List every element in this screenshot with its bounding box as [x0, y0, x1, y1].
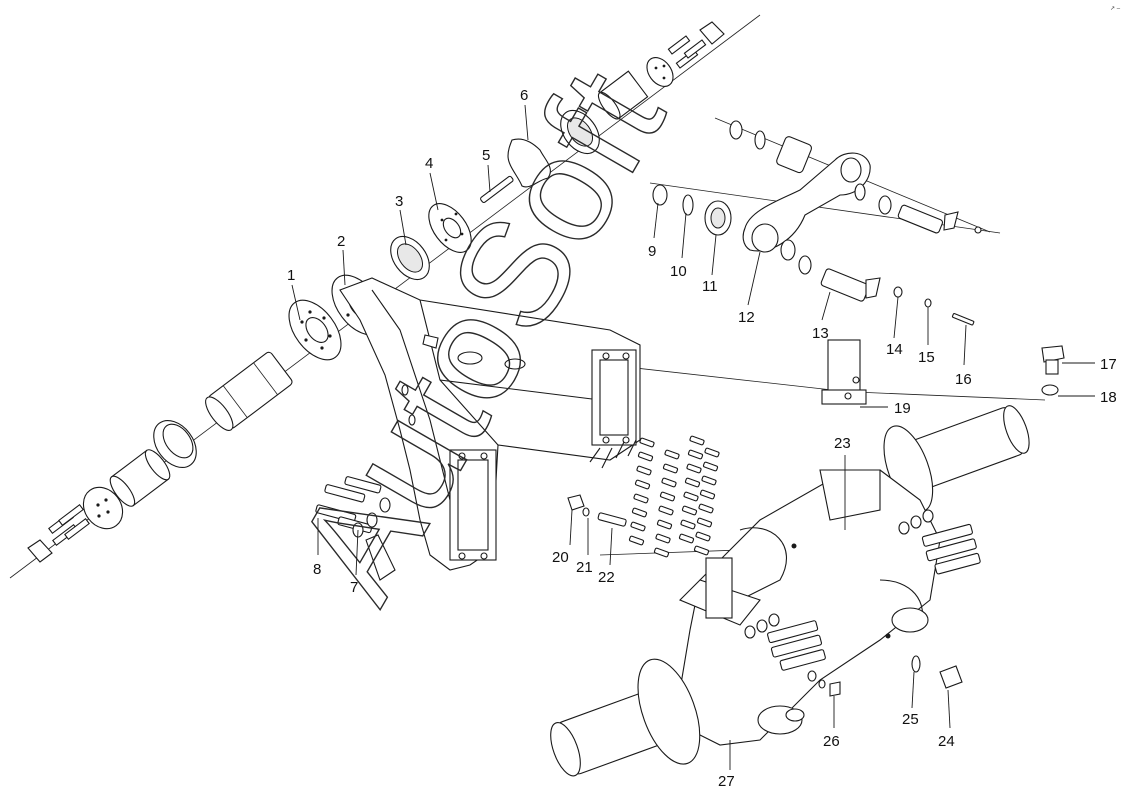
callout-16: 16 — [955, 371, 972, 388]
callout-3: 3 — [395, 193, 403, 210]
callout-9: 9 — [648, 243, 656, 260]
stud-bolt — [681, 505, 698, 516]
callout-numbers: 1 2 3 4 5 6 7 8 9 10 11 12 13 14 15 16 1… — [287, 87, 1117, 790]
stud-bolt — [662, 463, 679, 474]
callout-8: 8 — [313, 561, 321, 578]
parts-20-22 — [567, 494, 627, 527]
stud-bolt — [655, 533, 671, 544]
callout-14: 14 — [886, 341, 903, 358]
stud-bolt — [656, 519, 673, 530]
callout-12: 12 — [738, 309, 755, 326]
callout-10: 10 — [670, 263, 687, 280]
axle-housing — [550, 405, 1030, 777]
callout-5: 5 — [482, 147, 490, 164]
callout-13: 13 — [812, 325, 829, 342]
stud-bolt — [658, 505, 674, 516]
stud-bolt — [680, 519, 696, 530]
callout-22: 22 — [598, 569, 615, 586]
link-arm-assembly — [652, 120, 982, 326]
callout-27: 27 — [718, 773, 735, 790]
callout-6: 6 — [520, 87, 528, 104]
callout-24: 24 — [938, 733, 955, 750]
callout-7: 7 — [350, 579, 358, 596]
callout-15: 15 — [918, 349, 935, 366]
bracket-19 — [821, 339, 867, 405]
stud-bolt — [683, 491, 699, 502]
stud-bolt — [704, 447, 720, 458]
bolt-field — [628, 435, 720, 558]
triangular-frame — [339, 277, 641, 571]
stud-bolt — [695, 531, 711, 542]
callout-leaders — [291, 104, 1095, 770]
callout-19: 19 — [894, 400, 911, 417]
stud-bolt — [628, 535, 645, 546]
stud-bolt — [664, 449, 680, 460]
callout-11: 11 — [702, 278, 718, 295]
stud-bolt — [639, 437, 655, 448]
callout-20: 20 — [552, 549, 569, 566]
parts-24-26 — [807, 655, 963, 697]
stud-bolt — [661, 477, 677, 488]
stud-bolt — [693, 545, 710, 556]
callout-1: 1 — [287, 267, 295, 284]
callout-4: 4 — [425, 155, 433, 172]
stud-bolt — [636, 465, 652, 476]
stud-bolt — [687, 449, 704, 460]
stud-bolt — [637, 451, 654, 462]
stud-bolt — [634, 479, 651, 490]
bolt-17-washer-18 — [1041, 345, 1065, 396]
stud-bolt — [698, 503, 714, 514]
stud-bolt — [678, 533, 695, 544]
left-bearing-stack — [27, 299, 342, 563]
stud-bolt — [631, 507, 648, 518]
stud-bolt — [659, 491, 676, 502]
bolts-group-7-8 — [315, 476, 396, 581]
stud-bolt — [699, 489, 716, 500]
callout-17: 17 — [1100, 356, 1117, 373]
callout-21: 21 — [576, 559, 593, 576]
callout-2: 2 — [337, 233, 345, 250]
stud-bolt — [701, 475, 717, 486]
stud-bolt — [689, 435, 705, 446]
stud-bolt — [686, 463, 702, 474]
stud-bolt — [702, 461, 719, 472]
callout-26: 26 — [823, 733, 840, 750]
stud-bolt — [630, 521, 646, 532]
callout-23: 23 — [834, 435, 851, 452]
stud-bolt — [653, 547, 670, 558]
callout-25: 25 — [902, 711, 919, 728]
corner-mark: ↗ – — [1110, 6, 1121, 12]
stud-bolt — [696, 517, 713, 528]
bolt-cluster-left — [27, 504, 90, 563]
callout-18: 18 — [1100, 389, 1117, 406]
stud-bolt — [633, 493, 649, 504]
stud-bolt — [684, 477, 701, 488]
